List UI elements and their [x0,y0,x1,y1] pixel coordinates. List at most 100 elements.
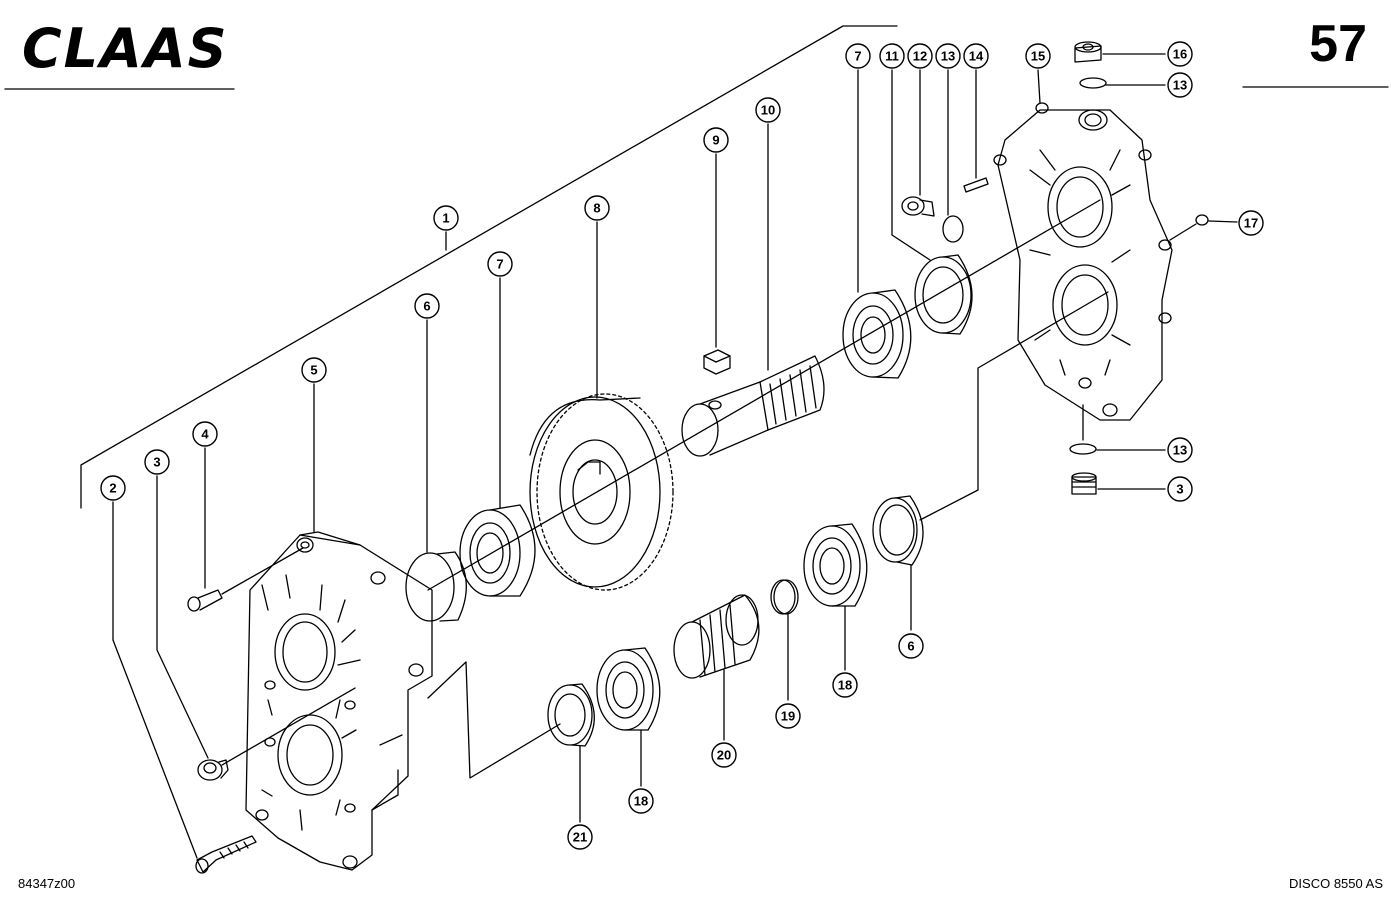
callout-label: 8 [593,201,600,216]
brand-logo: CLAAS [22,17,229,80]
part-2-bolt [195,835,257,874]
callout-c13b: 13 [1167,72,1193,98]
callout-label: 20 [717,748,731,763]
callout-label: 21 [573,830,587,845]
callout-circle [100,475,126,501]
callout-circle [1025,43,1051,69]
callout-circle [703,127,729,153]
leader-17b [1169,223,1197,241]
callout-c8: 8 [584,195,610,221]
callout-c15: 15 [1025,43,1051,69]
callout-circle [487,251,513,277]
callout-c17: 17 [1238,210,1264,236]
callout-circle [433,205,459,231]
callout-label: 13 [1173,443,1187,458]
callout-c18b: 18 [628,788,654,814]
callout-c14: 14 [963,43,989,69]
part-9-key [703,349,731,375]
part-3-plug-left [197,759,229,781]
leader-11 [891,69,931,261]
callout-circle [832,672,858,698]
part-21-seal [547,683,595,747]
part-18-bearing-left [596,647,661,731]
callout-label: 19 [781,709,795,724]
callout-c18a: 18 [832,672,858,698]
axis-lower-offset [427,661,561,779]
callout-label: 9 [712,133,719,148]
callout-label: 12 [913,49,927,64]
callout-circle [845,43,871,69]
callout-circle [755,97,781,123]
leader-4b [221,547,304,595]
part-7-bearing-right [842,289,912,379]
callout-circle [963,43,989,69]
callout-circle [414,293,440,319]
callout-label: 14 [969,49,984,64]
callout-circle [1167,476,1193,502]
part-16-plug-top [1074,41,1102,63]
assembly-bracket [80,25,898,509]
callout-label: 10 [761,103,775,118]
axis-right-offset [919,291,1109,521]
callout-circle [1167,41,1193,67]
callout-c3b: 3 [1167,476,1193,502]
part-14-pin [963,177,989,193]
page-number: 57 [1309,15,1367,73]
callout-label: 13 [941,49,955,64]
part-10-shaft [681,355,825,457]
callout-c16: 16 [1167,41,1193,67]
callout-circle [711,742,737,768]
part-3-plug-right [1071,472,1097,495]
part-12-plug [901,196,935,217]
callout-circle [144,449,170,475]
part-17-nut [1195,214,1209,226]
callout-c20: 20 [711,742,737,768]
callout-circle [628,788,654,814]
axis-upper [427,199,1101,591]
callout-circle [301,357,327,383]
callout-label: 7 [496,257,503,272]
callout-circle [879,43,905,69]
callout-label: 18 [838,678,852,693]
callout-label: 6 [423,299,430,314]
callout-c4: 4 [192,421,218,447]
callout-label: 16 [1173,47,1187,62]
callout-label: 3 [1176,482,1183,497]
callout-c7b: 7 [845,43,871,69]
callout-label: 18 [634,794,648,809]
callout-label: 11 [885,49,899,64]
callout-label: 5 [310,363,317,378]
leader-3a [156,475,209,759]
callout-c2: 2 [100,475,126,501]
callout-circle [907,43,933,69]
callout-c12: 12 [907,43,933,69]
callout-label: 7 [854,49,861,64]
callout-c21: 21 [567,824,593,850]
housing-right [993,102,1173,421]
callout-label: 1 [442,211,449,226]
callout-circle [935,43,961,69]
callout-circle [192,421,218,447]
callout-circle [1167,72,1193,98]
part-13-oring-bottom [1069,443,1097,455]
callout-c13a: 13 [935,43,961,69]
callout-circle [1167,437,1193,463]
model-name: DISCO 8550 AS [1289,876,1383,891]
callout-c1: 1 [433,205,459,231]
axis-lower [221,687,356,766]
callout-c7a: 7 [487,251,513,277]
housing-left [245,531,433,871]
leader-17 [1208,220,1238,223]
callout-c9: 9 [703,127,729,153]
callout-circle [775,703,801,729]
callout-c3a: 3 [144,449,170,475]
leader-2b [112,639,198,859]
callout-c6b: 6 [898,633,924,659]
callout-c10: 10 [755,97,781,123]
callout-label: 2 [109,481,116,496]
callout-c13c: 13 [1167,437,1193,463]
callout-label: 6 [907,639,914,654]
